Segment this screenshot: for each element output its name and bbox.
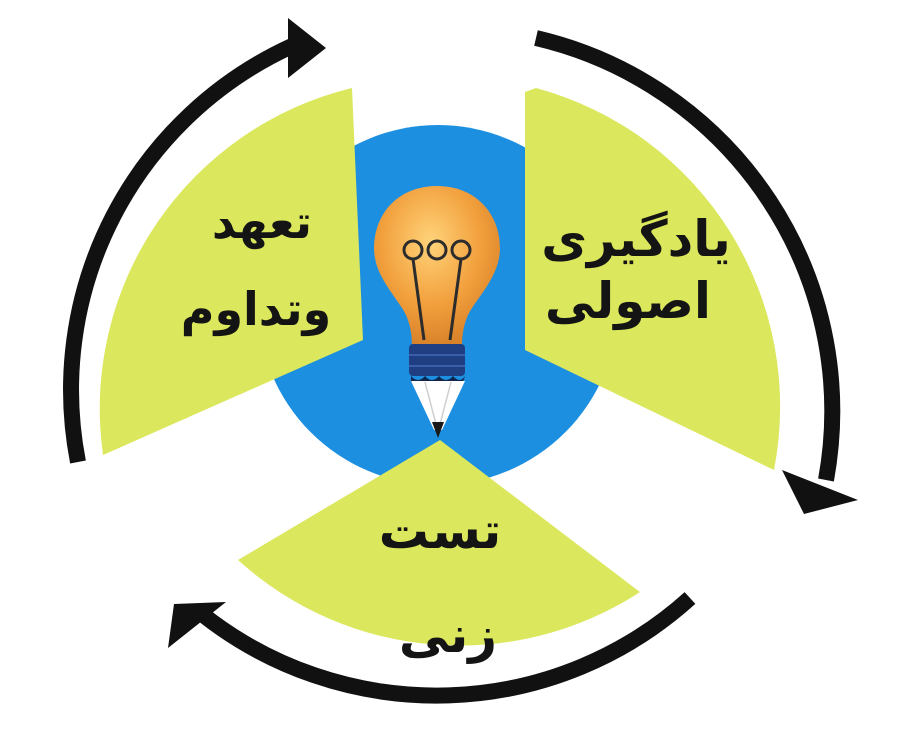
segment-testing-line2: زنی — [399, 606, 497, 664]
arrow-right — [534, 30, 841, 482]
arrow-top-left — [63, 38, 296, 464]
arrow-top-left-head — [288, 18, 326, 78]
lightbulb-pencil-icon — [374, 186, 500, 438]
pencil-tip — [432, 422, 444, 438]
pencil-wood — [411, 381, 465, 430]
segment-learning-line2: اصولی — [545, 272, 711, 331]
segment-learning — [525, 88, 781, 470]
segment-commitment-line2: وتداوم — [181, 282, 332, 336]
cycle-arrows — [63, 18, 858, 704]
bulb-glass — [374, 186, 500, 346]
segment-testing — [238, 440, 640, 646]
segment-commitment — [99, 88, 363, 455]
segment-testing-line1: تست — [379, 502, 502, 560]
segment-commitment-line1: تعهد — [212, 195, 312, 249]
arrow-bottom — [197, 592, 696, 704]
arrow-right-head — [782, 470, 858, 514]
arrow-bottom-head — [168, 602, 226, 648]
segment-learning-line1: یادگیری — [541, 210, 731, 269]
bulb-base — [409, 344, 465, 376]
